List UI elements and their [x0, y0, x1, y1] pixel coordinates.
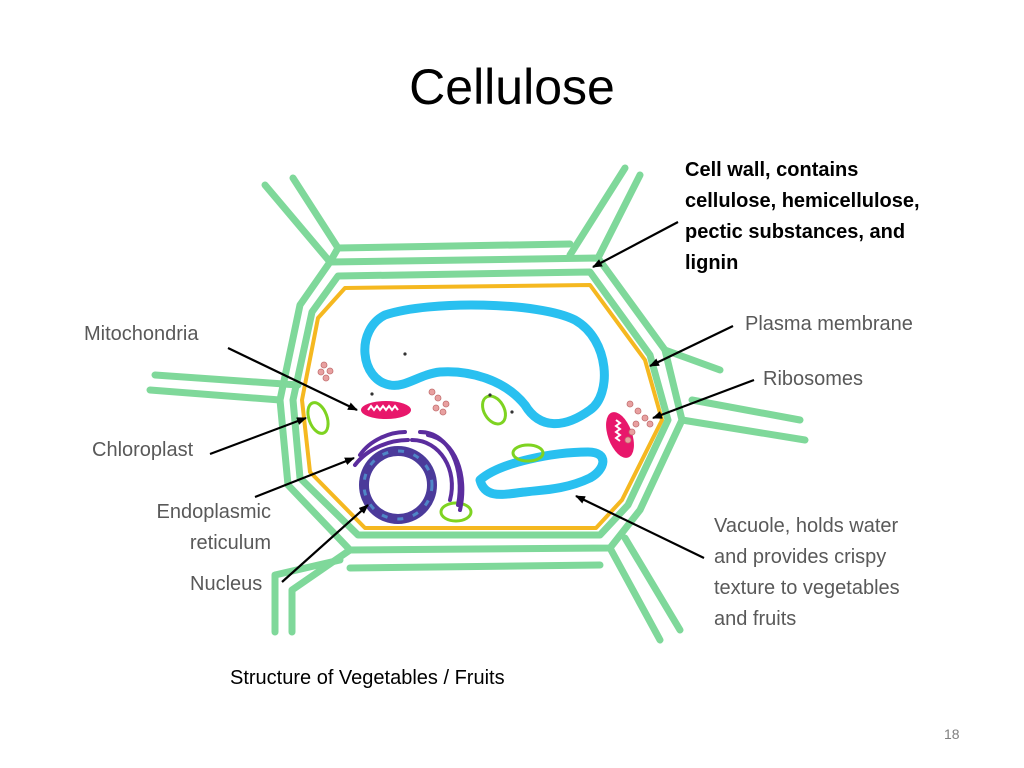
ribosomes [317, 361, 654, 444]
ribosomes-label: Ribosomes [763, 368, 864, 390]
arrow-mitochondria [227, 347, 358, 411]
vacuole-label: Vacuole, holds water and provides crispy… [714, 515, 900, 630]
mitochondrion-1 [361, 401, 411, 419]
arrow-plasma-membrane [649, 325, 734, 367]
arrow-endoplasmic-reticulum [254, 456, 355, 499]
cell-wall-label: Cell wall, contains cellulose, hemicellu… [685, 159, 920, 274]
arrow-vacuole [575, 495, 705, 559]
endoplasmic-reticulum-label: Endoplasmic reticulum [156, 501, 271, 554]
vesicles [370, 352, 514, 414]
plasma-membrane-label: Plasma membrane [745, 313, 913, 335]
arrow-cell-wall [592, 221, 679, 268]
arrow-ribosomes [652, 378, 755, 420]
cell-wall [146, 164, 809, 644]
arrow-nucleus [281, 504, 369, 583]
chloroplast-label: Chloroplast [92, 439, 194, 461]
diagram-caption: Structure of Vegetables / Fruits [230, 667, 505, 689]
plasma-membrane [300, 283, 664, 530]
arrow-chloroplast [209, 416, 307, 456]
nucleus [359, 446, 437, 524]
mitochondria-label: Mitochondria [84, 323, 199, 345]
slide-title: Cellulose [409, 59, 615, 115]
page-number: 18 [944, 726, 960, 742]
endoplasmic-reticulum [353, 430, 465, 512]
nucleus-label: Nucleus [190, 573, 263, 595]
mitochondrion-2 [606, 412, 634, 458]
chloroplast [306, 394, 545, 523]
